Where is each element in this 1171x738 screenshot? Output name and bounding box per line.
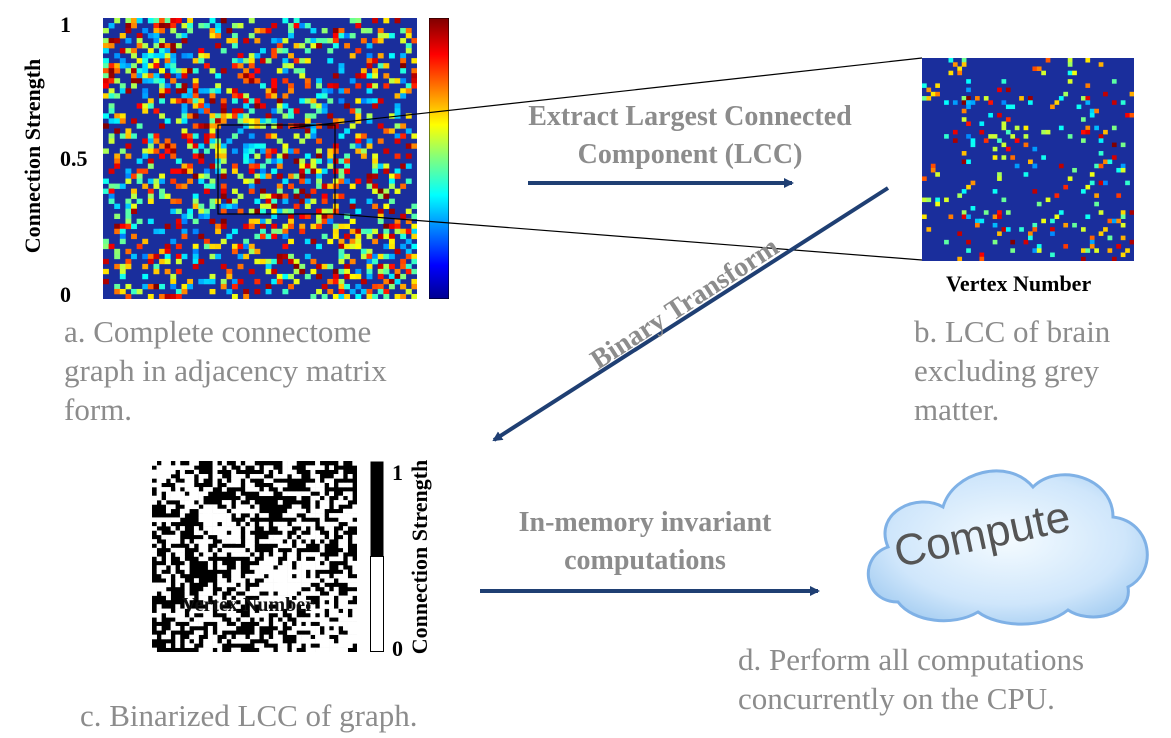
colorbar-label: Connection Strength: [407, 459, 432, 655]
y-tick-1: 1: [60, 12, 71, 37]
zoom-line-top: [289, 57, 923, 129]
lcc-matrix: [922, 58, 1134, 261]
binarized-matrix: [152, 461, 357, 652]
binarized-vertex-label: Vertex Number: [182, 594, 315, 616]
inmemory-step-label: In-memory invariant computations: [518, 507, 772, 576]
extract-step-label: Extract Largest Connected Component (LCC…: [528, 101, 852, 170]
caption-a: a. Complete connectome graph in adjacenc…: [64, 314, 387, 427]
binary-arrow: [492, 186, 890, 442]
cloud-icon: [866, 469, 1149, 626]
caption-b: b. LCC of brain excluding grey matter.: [914, 314, 1111, 427]
colorbar-tick-1: 1: [392, 460, 403, 485]
colorbar-jet: [429, 18, 449, 299]
binary-colorbar: [370, 461, 384, 652]
zoom-region-box: [217, 124, 336, 215]
y-tick-0: 0: [60, 282, 71, 307]
adjacency-matrix-full: [103, 18, 417, 299]
caption-d: d. Perform all computations concurrently…: [738, 642, 1085, 716]
caption-c: c. Binarized LCC of graph.: [80, 698, 418, 733]
colorbar-tick-0: 0: [392, 636, 403, 661]
y-tick-0.5: 0.5: [60, 146, 88, 171]
zoom-line-bottom: [334, 213, 923, 261]
vertex-number-label: Vertex Number: [946, 271, 1092, 296]
